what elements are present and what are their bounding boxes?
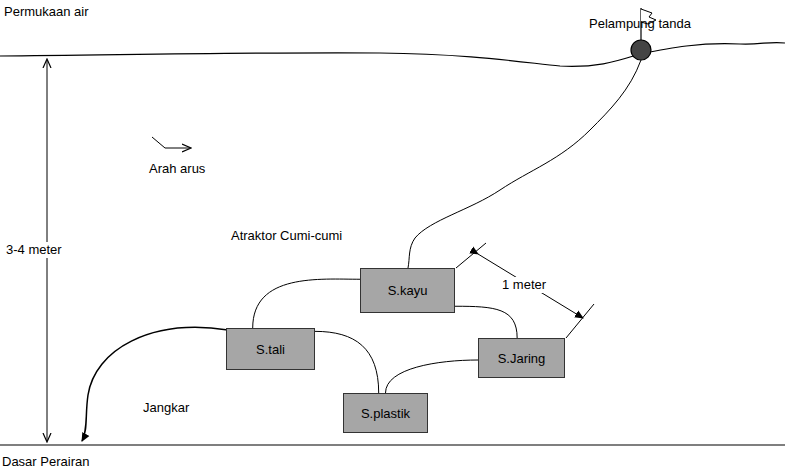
box-label: S.Jaring <box>498 351 546 366</box>
label: Jangkar <box>143 400 189 416</box>
rope-connector <box>386 360 479 393</box>
anchor-rope <box>82 327 228 441</box>
rope-connector <box>253 279 360 328</box>
extension-line <box>456 243 486 268</box>
label: Permukaan air <box>4 4 89 20</box>
label: Atraktor Cumi-cumi <box>231 228 342 244</box>
box-label: S.plastik <box>361 406 410 421</box>
water-surface <box>0 42 785 66</box>
attractor-box: S.kayu <box>360 268 455 313</box>
attractor-box: S.plastik <box>343 393 428 433</box>
rope-connector <box>455 306 517 338</box>
box-label: S.tali <box>256 342 285 357</box>
label: 3-4 meter <box>4 242 64 258</box>
buoy-rope <box>408 60 641 268</box>
attractor-box: S.tali <box>226 328 315 370</box>
label: Dasar Perairan <box>2 454 89 470</box>
rope-connector <box>315 331 379 393</box>
label: Arah arus <box>149 161 205 177</box>
box-label: S.kayu <box>388 283 428 298</box>
marker-buoy <box>631 40 651 60</box>
label: 1 meter <box>500 277 548 293</box>
seabed-line <box>0 444 785 445</box>
extension-line <box>566 304 594 338</box>
label: Pelampung tanda <box>589 16 691 32</box>
current-arrow <box>152 137 190 148</box>
attractor-box: S.Jaring <box>478 338 565 378</box>
